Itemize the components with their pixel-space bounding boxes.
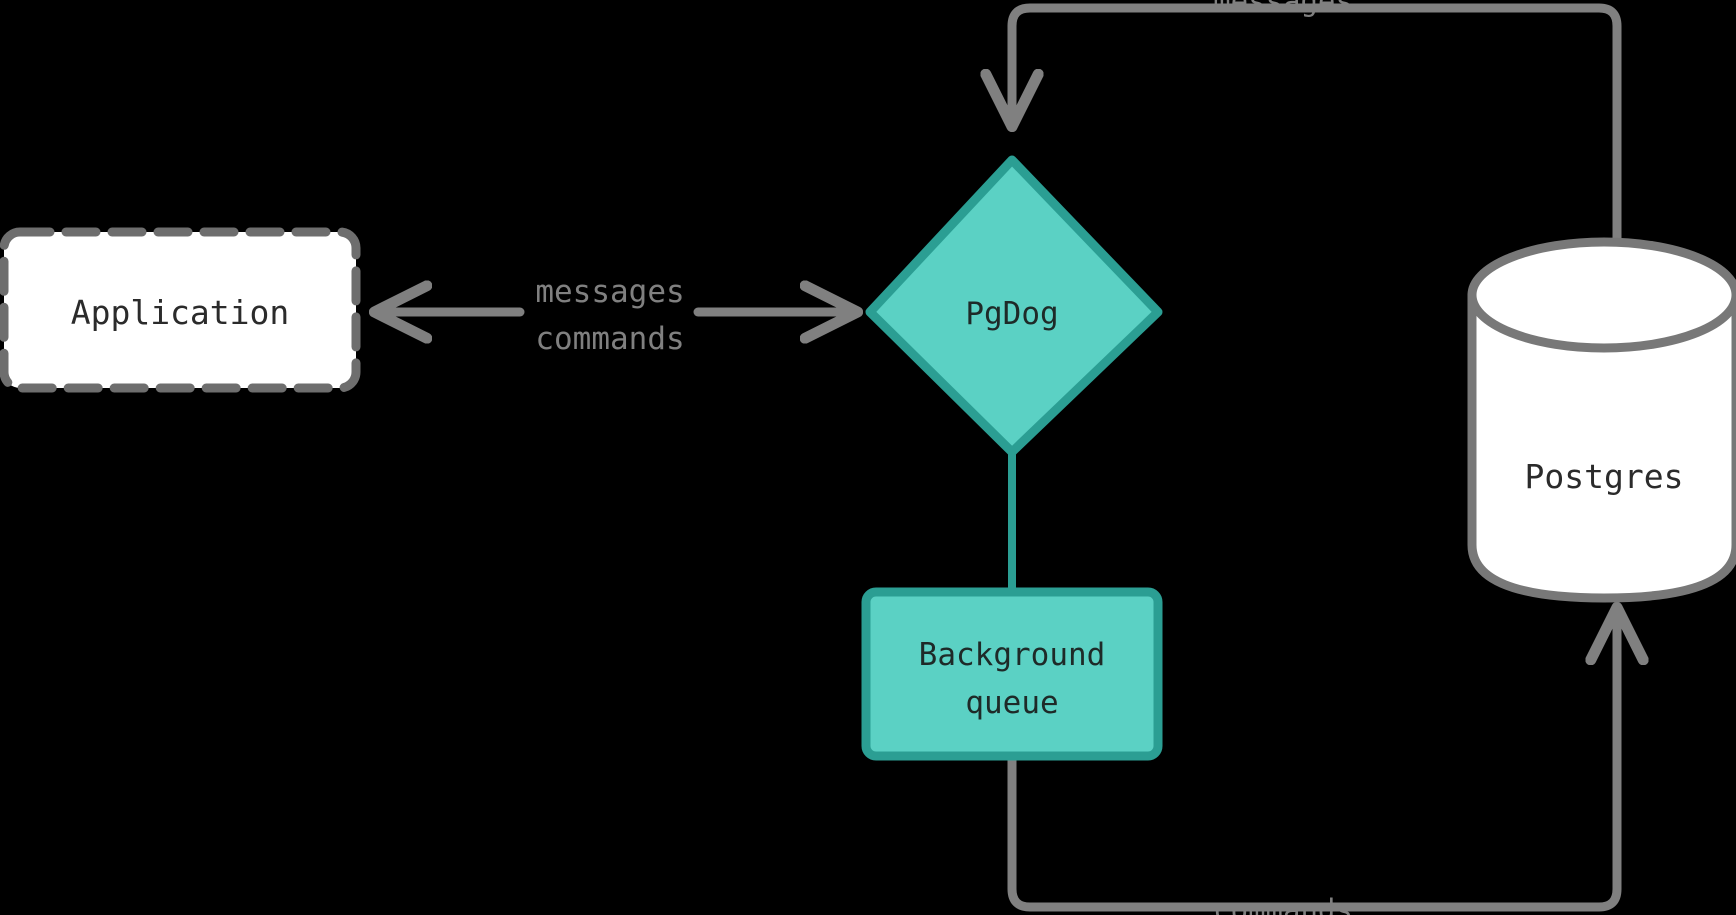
- edge-postgres-to-pgdog: messages: [1012, 0, 1622, 305]
- application-box[interactable]: [0, 227, 361, 393]
- background-queue-box[interactable]: [861, 587, 1163, 761]
- node-postgres[interactable]: Postgres: [1467, 237, 1736, 603]
- background-queue-label-line1: Background: [919, 637, 1106, 673]
- edge-queue-to-postgres-path: [1007, 610, 1617, 912]
- pgdog-diamond[interactable]: [865, 155, 1163, 457]
- postgres-label: Postgres: [1525, 457, 1684, 496]
- edge-label-commands-bottom: commands: [1213, 893, 1353, 915]
- postgres-cylinder-body[interactable]: [1467, 290, 1736, 603]
- edge-label-commands: commands: [535, 321, 684, 357]
- node-application[interactable]: Application: [0, 227, 361, 393]
- background-queue-label-line2: queue: [965, 685, 1058, 721]
- node-pgdog[interactable]: PgDog: [865, 155, 1163, 457]
- edge-postgres-to-pgdog-path: [1012, 3, 1622, 305]
- edge-label-messages-top: messages: [1213, 0, 1353, 18]
- node-background-queue[interactable]: Background queue: [861, 587, 1163, 761]
- application-label: Application: [71, 293, 290, 332]
- edge-application-pgdog: messages commands: [377, 274, 855, 357]
- postgres-cylinder-top: [1467, 237, 1736, 353]
- pgdog-label: PgDog: [965, 296, 1058, 332]
- edge-queue-to-postgres: commands: [1007, 610, 1617, 915]
- edge-label-messages: messages: [535, 274, 684, 310]
